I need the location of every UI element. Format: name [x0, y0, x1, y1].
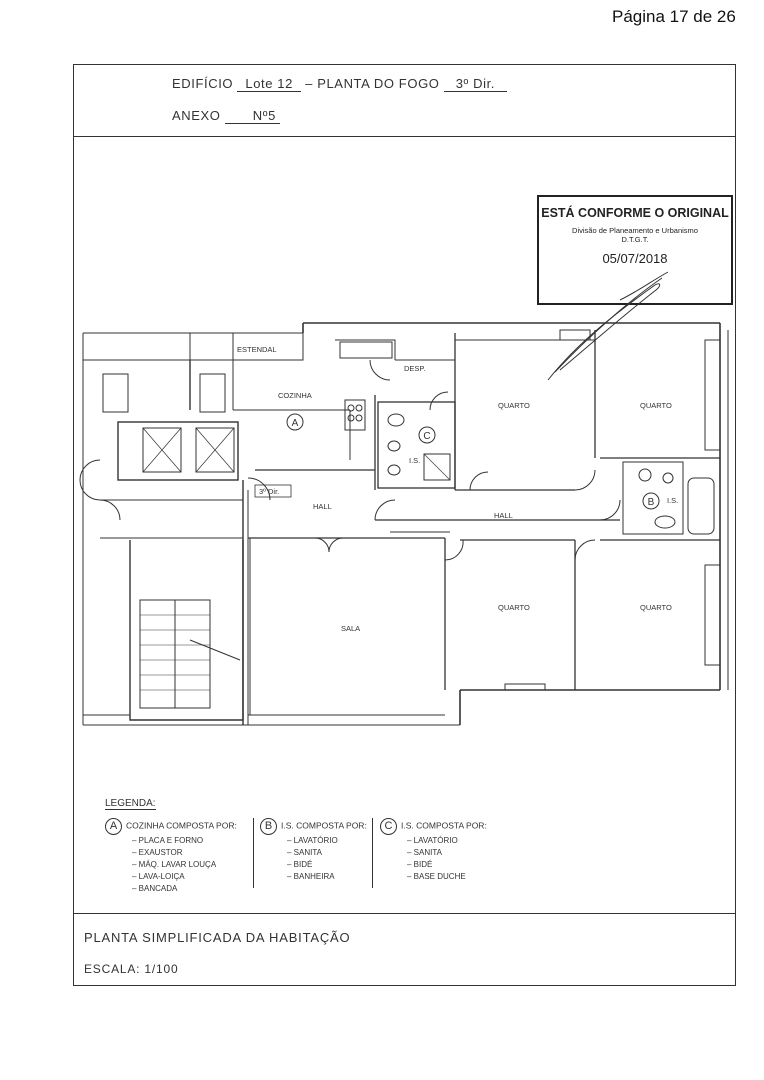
legend-b-item: – SANITA: [287, 848, 322, 857]
legend-a-heading: COZINHA COMPOSTA POR:: [126, 820, 237, 831]
legend-c: C I.S. COMPOSTA POR: – LAVATÓRIO – SANITA…: [380, 818, 487, 883]
legend-c-item: – BIDÉ: [407, 860, 433, 869]
legend-b-heading: I.S. COMPOSTA POR:: [281, 820, 367, 831]
legend-c-heading: I.S. COMPOSTA POR:: [401, 820, 487, 831]
lot-value: Lote 12: [237, 76, 301, 92]
floor-value: 3º Dir.: [443, 76, 508, 92]
signature-scribble: [547, 271, 669, 381]
header-line-2: ANEXO Nº5: [172, 108, 280, 124]
stamp-date: 05/07/2018: [602, 251, 668, 266]
header-line-1: EDIFÍCIO Lote 12 – PLANTA DO FOGO 3º Dir…: [172, 76, 508, 92]
legend-c-item: – LAVATÓRIO: [407, 836, 458, 845]
annex-label: ANEXO: [172, 108, 221, 123]
plan-title: PLANTA SIMPLIFICADA DA HABITAÇÃO: [84, 930, 351, 945]
certification-stamp: ESTÁ CONFORME O ORIGINAL Divisão de Plan…: [537, 195, 733, 305]
legend-c-item: – BASE DUCHE: [407, 872, 466, 881]
header-divider: [74, 136, 735, 137]
legend-divider-2: [372, 818, 373, 888]
marker-c: C: [423, 431, 430, 442]
page-number: Página 17 de 26: [612, 7, 736, 26]
label-quarto-2: QUARTO: [640, 401, 672, 410]
legend-b-item: – BANHEIRA: [287, 872, 335, 881]
legend-b: B I.S. COMPOSTA POR: – LAVATÓRIO – SANITA…: [260, 818, 367, 883]
label-hall-2: HALL: [494, 511, 513, 520]
legend-a-item: – PLACA E FORNO: [132, 836, 204, 845]
label-is-c: I.S.: [409, 456, 420, 465]
label-cozinha: COZINHA: [278, 391, 312, 400]
legend-a-item: – LAVA-LOIÇA: [132, 872, 185, 881]
legend-a: A COZINHA COMPOSTA POR: – PLACA E FORNO –…: [105, 818, 237, 895]
stamp-department: Divisão de Planeamento e Urbanismo: [572, 226, 698, 235]
legend-title: LEGENDA:: [105, 798, 156, 810]
stamp-title: ESTÁ CONFORME O ORIGINAL: [541, 206, 729, 220]
label-hall-1: HALL: [313, 502, 332, 511]
legend-c-mark: C: [380, 818, 397, 835]
floor-plan-label: – PLANTA DO FOGO: [305, 76, 440, 91]
unit-tag: 3º Dir.: [259, 487, 279, 496]
plan-scale: ESCALA: 1/100: [84, 962, 179, 976]
footer-divider: [74, 913, 735, 914]
label-quarto-1: QUARTO: [498, 401, 530, 410]
label-despensa: DESP.: [404, 364, 426, 373]
stamp-unit: D.T.G.T.: [621, 235, 649, 244]
label-is-b: I.S.: [667, 496, 678, 505]
label-quarto-3: QUARTO: [498, 603, 530, 612]
annex-value: Nº5: [224, 108, 280, 124]
legend-b-item: – BIDÉ: [287, 860, 313, 869]
building-label: EDIFÍCIO: [172, 76, 234, 91]
legend-b-item: – LAVATÓRIO: [287, 836, 338, 845]
legend-a-item: – EXAUSTOR: [132, 848, 183, 857]
legend-a-item: – BANCADA: [132, 884, 178, 893]
legend-a-mark: A: [105, 818, 122, 835]
legend-b-mark: B: [260, 818, 277, 835]
legend-divider-1: [253, 818, 254, 888]
label-sala: SALA: [341, 624, 360, 633]
legend-c-item: – SANITA: [407, 848, 442, 857]
marker-b: B: [648, 497, 655, 508]
legend-a-item: – MÁQ. LAVAR LOUÇA: [132, 860, 217, 869]
label-estendal: ESTENDAL: [237, 345, 277, 354]
label-quarto-4: QUARTO: [640, 603, 672, 612]
marker-a: A: [292, 418, 299, 429]
drawing-sheet: [73, 64, 736, 986]
